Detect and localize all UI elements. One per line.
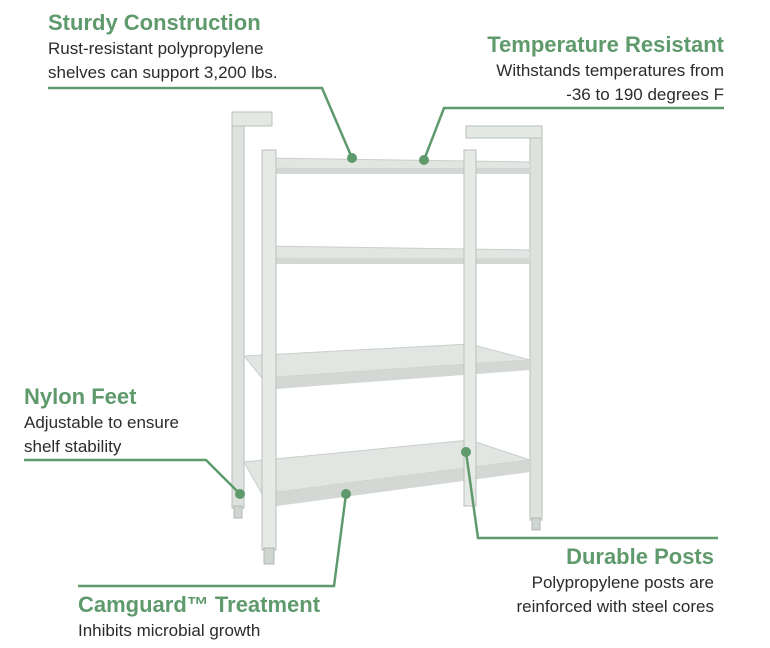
- callout-durable-posts: Durable Posts Polypropylene posts are re…: [517, 544, 714, 618]
- shelf-3: [242, 343, 531, 390]
- shelf-2: [261, 245, 531, 264]
- posts-dot: [461, 447, 471, 457]
- callout-text-line: shelf stability: [24, 437, 122, 456]
- callout-temperature-resistant: Temperature Resistant Withstands tempera…: [487, 32, 724, 106]
- sturdy-leader: [48, 86, 354, 159]
- callout-text-line: Polypropylene posts are: [531, 573, 714, 592]
- callout-text-line: Withstands temperatures from: [496, 61, 724, 80]
- temperature-dot: [419, 155, 429, 165]
- leader-dots: [235, 153, 471, 499]
- sturdy-dot: [347, 153, 357, 163]
- temperature-leader: [422, 106, 724, 161]
- callout-text-line: -36 to 190 degrees F: [566, 85, 724, 104]
- back-left-post: [231, 111, 273, 509]
- back-feet: [233, 505, 541, 531]
- callout-title: Camguard™ Treatment: [78, 592, 321, 617]
- callout-title: Durable Posts: [566, 544, 714, 569]
- leader-lines: [24, 86, 724, 588]
- nylon-dot: [235, 489, 245, 499]
- callout-sturdy-construction: Sturdy Construction Rust-resistant polyp…: [48, 10, 278, 84]
- shelf-1: [261, 157, 531, 174]
- front-right-post: [463, 149, 477, 507]
- callout-title: Temperature Resistant: [487, 32, 724, 57]
- nylon-leader: [24, 458, 241, 495]
- front-left-post: [261, 149, 277, 565]
- callout-text-line: Adjustable to ensure: [24, 413, 179, 432]
- callout-title: Nylon Feet: [24, 384, 137, 409]
- callout-text-line: Inhibits microbial growth: [78, 621, 261, 640]
- shelf-4: [243, 439, 531, 508]
- camguard-leader: [78, 493, 348, 588]
- callout-camguard-treatment: Camguard™ Treatment Inhibits microbial g…: [78, 592, 320, 642]
- posts-leader: [464, 451, 718, 540]
- callout-text-line: shelves can support 3,200 lbs.: [48, 63, 278, 82]
- back-right-post: [465, 125, 543, 521]
- callout-title: Sturdy Construction: [48, 10, 261, 35]
- callout-nylon-feet: Nylon Feet Adjustable to ensure shelf st…: [24, 384, 179, 458]
- camguard-dot: [341, 489, 351, 499]
- callout-text-line: Rust-resistant polypropylene: [48, 39, 264, 58]
- callout-text-line: reinforced with steel cores: [516, 597, 714, 616]
